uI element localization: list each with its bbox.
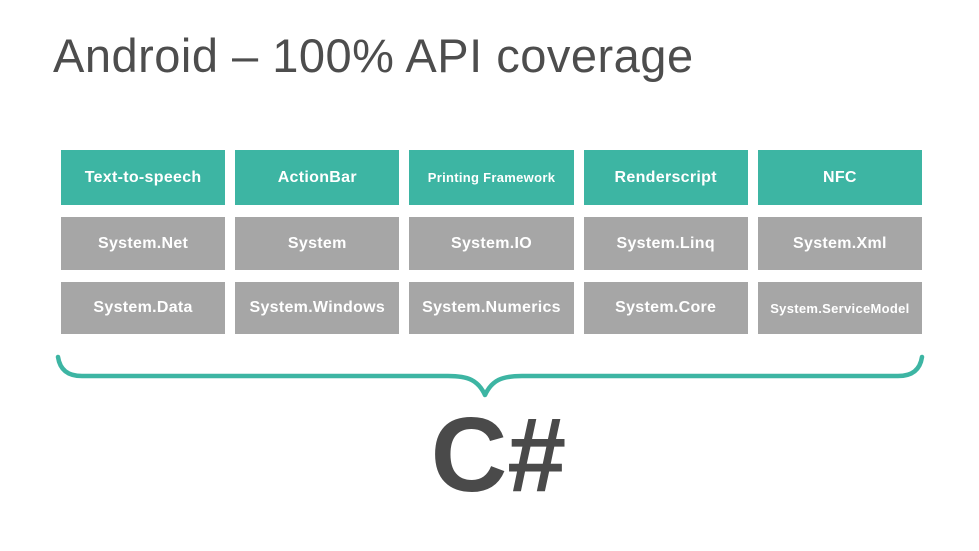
api-box: System.Net: [61, 217, 226, 270]
api-box: System.Core: [583, 282, 748, 334]
api-box: Printing Framework: [409, 150, 574, 205]
caption-csharp: C#: [430, 396, 567, 514]
slide-title: Android – 100% API coverage: [53, 29, 694, 82]
api-box: System.IO: [409, 217, 574, 270]
api-box: System.ServiceModel: [757, 282, 922, 334]
api-box: Renderscript: [583, 150, 748, 205]
api-box: System.Numerics: [409, 282, 574, 334]
api-box: System.Data: [61, 282, 226, 334]
api-box: System.Windows: [235, 282, 400, 334]
api-box: ActionBar: [235, 150, 400, 205]
api-box: System.Linq: [583, 217, 748, 270]
brace-icon: [55, 354, 925, 398]
api-box: NFC: [757, 150, 922, 205]
api-box: System: [235, 217, 400, 270]
api-box: Text-to-speech: [61, 150, 226, 205]
api-box: System.Xml: [757, 217, 922, 270]
